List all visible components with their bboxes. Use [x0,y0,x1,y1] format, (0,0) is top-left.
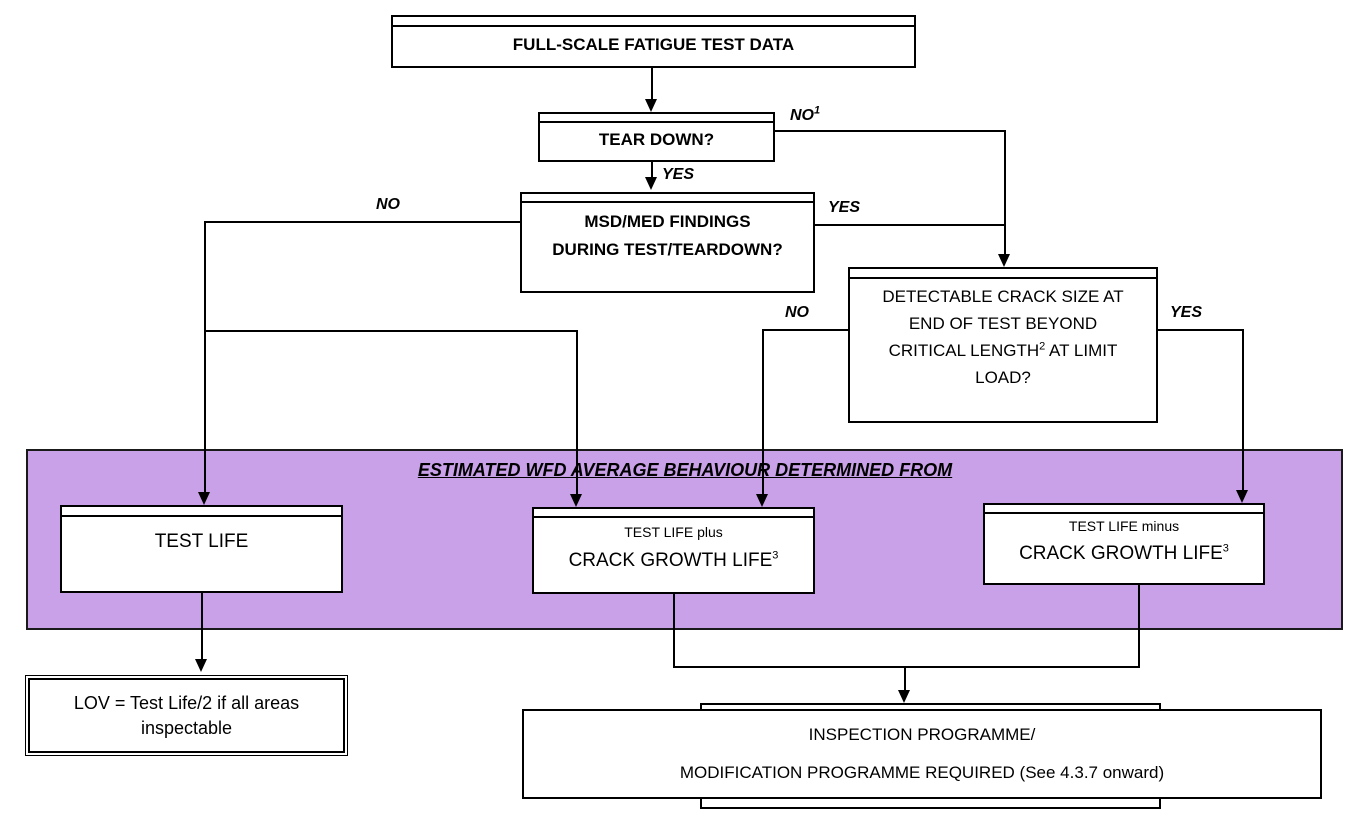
inspection-line-2: MODIFICATION PROGRAMME REQUIRED (See 4.3… [679,763,1165,782]
lov-line-1: LOV = Test Life/2 if all areas [73,693,300,713]
test-life-minus-line-1: TEST LIFE minus [1068,518,1180,534]
detectable-crack-size-box: DETECTABLE CRACK SIZE AT END OF TEST BEY… [848,267,1158,423]
detectable-line-1: DETECTABLE CRACK SIZE AT [882,287,1124,306]
msd-med-findings-box: MSD/MED FINDINGS DURING TEST/TEARDOWN? [520,192,815,293]
connector-fullscale-to-teardown [651,68,653,102]
arrowhead-lov [195,659,207,672]
label-detectable-no: NO [785,304,809,321]
msd-line-1: MSD/MED FINDINGS [584,212,751,231]
label-teardown-yes: YES [662,166,695,183]
connector-minus-down [1138,585,1140,668]
msd-line-2: DURING TEST/TEARDOWN? [552,240,783,259]
connector-teardown-no [775,130,1006,132]
connector-down-to-detectable [1004,130,1006,256]
label-msd-yes: YES [828,199,861,216]
box-top-rule [534,516,813,518]
lov-box: LOV = Test Life/2 if all areas inspectab… [25,675,348,756]
connector-plus-down [673,594,675,668]
tear-down-label: TEAR DOWN? [598,130,715,149]
arrowhead-plus-right [756,494,768,507]
inspection-programme-box: INSPECTION PROGRAMME/ MODIFICATION PROGR… [522,709,1322,799]
box-top-rule [522,201,813,203]
box-top-rule [850,277,1156,279]
box-top-rule [62,515,341,517]
arrowhead-plus-left [570,494,582,507]
inspection-line-1: INSPECTION PROGRAMME/ [808,725,1036,744]
detectable-line-4: LOAD? [975,368,1031,387]
box-top-rule [540,121,773,123]
label-teardown-no: NO1 [790,104,821,124]
lov-line-2: inspectable [140,718,233,738]
connector-detectable-no [762,329,848,331]
box-top-rule [393,25,914,27]
connector-down-to-plus-left [576,330,578,495]
full-scale-fatigue-test-data-box: FULL-SCALE FATIGUE TEST DATA [391,15,916,68]
connector-detectable-yes [1158,329,1244,331]
arrowhead-inspection [898,690,910,703]
connector-down-to-plus-right [762,329,764,495]
detectable-line-3: CRITICAL LENGTH2 AT LIMIT [888,340,1118,360]
detectable-line-2: END OF TEST BEYOND [908,314,1098,333]
label-detectable-yes: YES [1170,304,1203,321]
test-life-box: TEST LIFE [60,505,343,593]
wfd-band-title: ESTIMATED WFD AVERAGE BEHAVIOUR DETERMIN… [417,460,953,480]
full-scale-label: FULL-SCALE FATIGUE TEST DATA [512,35,795,54]
test-life-plus-line-1: TEST LIFE plus [624,524,723,540]
connector-msd-yes [815,224,1006,226]
arrowhead-minus [1236,490,1248,503]
connector-down-to-minus [1242,329,1244,491]
test-life-plus-line-2: CRACK GROWTH LIFE3 [568,549,779,571]
connector-teardown-yes [651,162,653,179]
connector-down-to-inspection [904,666,906,692]
arrowhead-teardown [645,99,657,112]
test-life-minus-line-2: CRACK GROWTH LIFE3 [1019,542,1229,564]
arrowhead-testlife [198,492,210,505]
tear-down-box: TEAR DOWN? [538,112,775,162]
connector-split-to-plus [204,330,578,332]
connector-merge [673,666,1140,668]
arrowhead-detectable [998,254,1010,267]
connector-down-to-testlife [204,221,206,493]
connector-testlife-to-lov [201,593,203,660]
label-msd-no: NO [376,196,400,213]
test-life-label: TEST LIFE [154,531,249,552]
arrowhead-msd [645,177,657,190]
box-top-rule [985,512,1263,514]
test-life-minus-box: TEST LIFE minus CRACK GROWTH LIFE3 [983,503,1265,585]
connector-msd-no [204,221,521,223]
test-life-plus-box: TEST LIFE plus CRACK GROWTH LIFE3 [532,507,815,594]
